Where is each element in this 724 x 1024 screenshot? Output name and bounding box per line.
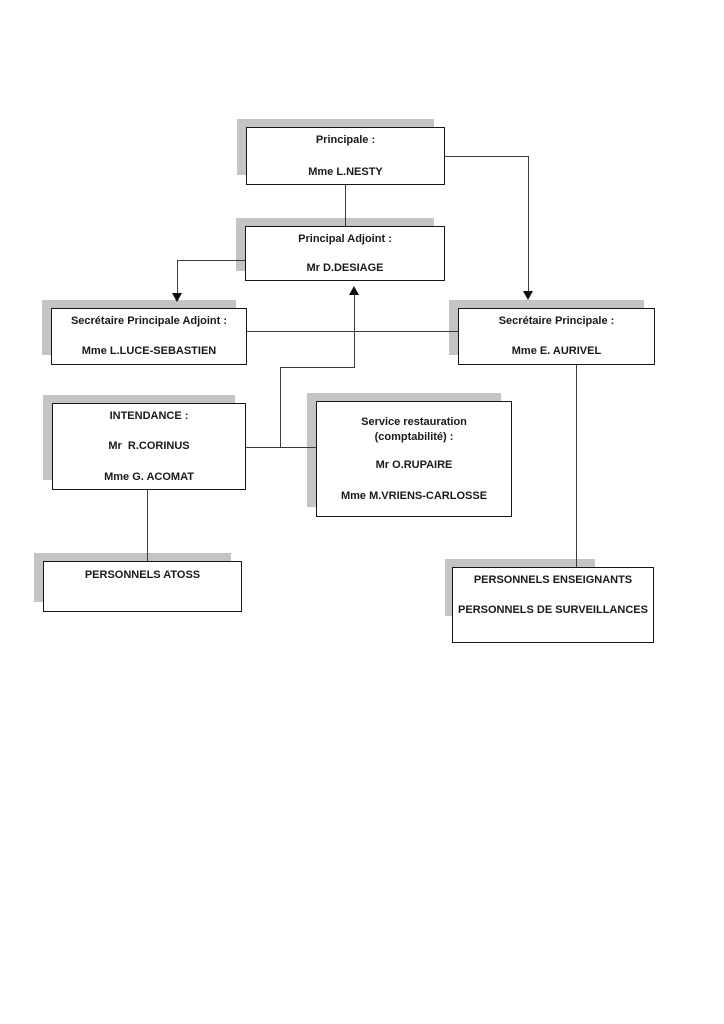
connector-adjoint-left [177,260,245,261]
arrowhead-secretaire-adjoint [172,293,182,302]
connector-elbow-vertical [280,367,281,447]
node-personnels-atoss: PERSONNELS ATOSS [34,553,242,612]
node-service-restauration-name1: Mr O.RUPAIRE [375,459,453,471]
connector-principale-right [445,156,529,157]
node-service-restauration-name2: Mme M.VRIENS-CARLOSSE [340,489,488,502]
connector-down-to-secretaire-adjoint [177,260,178,294]
node-principale-name: Mme L.NESTY [308,165,383,178]
connector-elbow-horizontal [280,367,355,368]
connector-intendance-to-atoss [147,490,148,561]
node-service-restauration-title-line2: (comptabilité) : [374,431,454,444]
node-secretaire-principale: Secrétaire Principale : Mme E. AURIVEL [449,300,655,365]
node-personnels-atoss-label: PERSONNELS ATOSS [84,569,201,581]
node-intendance-name1: Mr R.CORINUS [108,440,190,453]
node-personnels-enseignants-label1: PERSONNELS ENSEIGNANTS [473,574,633,586]
node-secretaire-principale-title: Secrétaire Principale : [498,315,615,328]
node-intendance-name2: Mme G. ACOMAT [104,470,194,483]
node-personnels-enseignants-label2: PERSONNELS DE SURVEILLANCES [458,603,648,616]
node-intendance: INTENDANCE : Mr R.CORINUS Mme G. ACOMAT [43,395,246,490]
node-service-restauration-title-line1: Service restauration [361,415,467,428]
arrowhead-up-principal-adjoint [349,286,359,295]
node-secretaire-principale-adjoint-name: Mme L.LUCE-SEBASTIEN [81,345,217,357]
connector-down-to-secretaire-principale [528,156,529,292]
node-principale-title: Principale : [315,133,376,146]
connector-up-arrow-stem [354,294,355,367]
connector-principale-to-adjoint [345,184,346,227]
arrowhead-secretaire-principale [523,291,533,300]
node-intendance-title: INTENDANCE : [109,409,189,422]
connector-secretaire-to-enseignants [576,365,577,567]
connector-secretaires-horizontal [247,331,458,332]
node-principale: Principale : Mme L.NESTY [237,119,445,185]
node-principal-adjoint-title: Principal Adjoint : [298,232,392,245]
node-secretaire-principale-adjoint-title: Secrétaire Principale Adjoint : [70,315,228,328]
node-service-restauration: Service restauration (comptabilité) : Mr… [307,393,512,517]
connector-intendance-to-restauration [246,447,316,448]
node-principal-adjoint-name: Mr D.DESIAGE [306,261,384,274]
node-principal-adjoint: Principal Adjoint : Mr D.DESIAGE [236,218,445,281]
node-secretaire-principale-adjoint: Secrétaire Principale Adjoint : Mme L.LU… [42,300,247,365]
node-secretaire-principale-name: Mme E. AURIVEL [511,345,602,357]
node-personnels-enseignants: PERSONNELS ENSEIGNANTS PERSONNELS DE SUR… [445,559,654,643]
